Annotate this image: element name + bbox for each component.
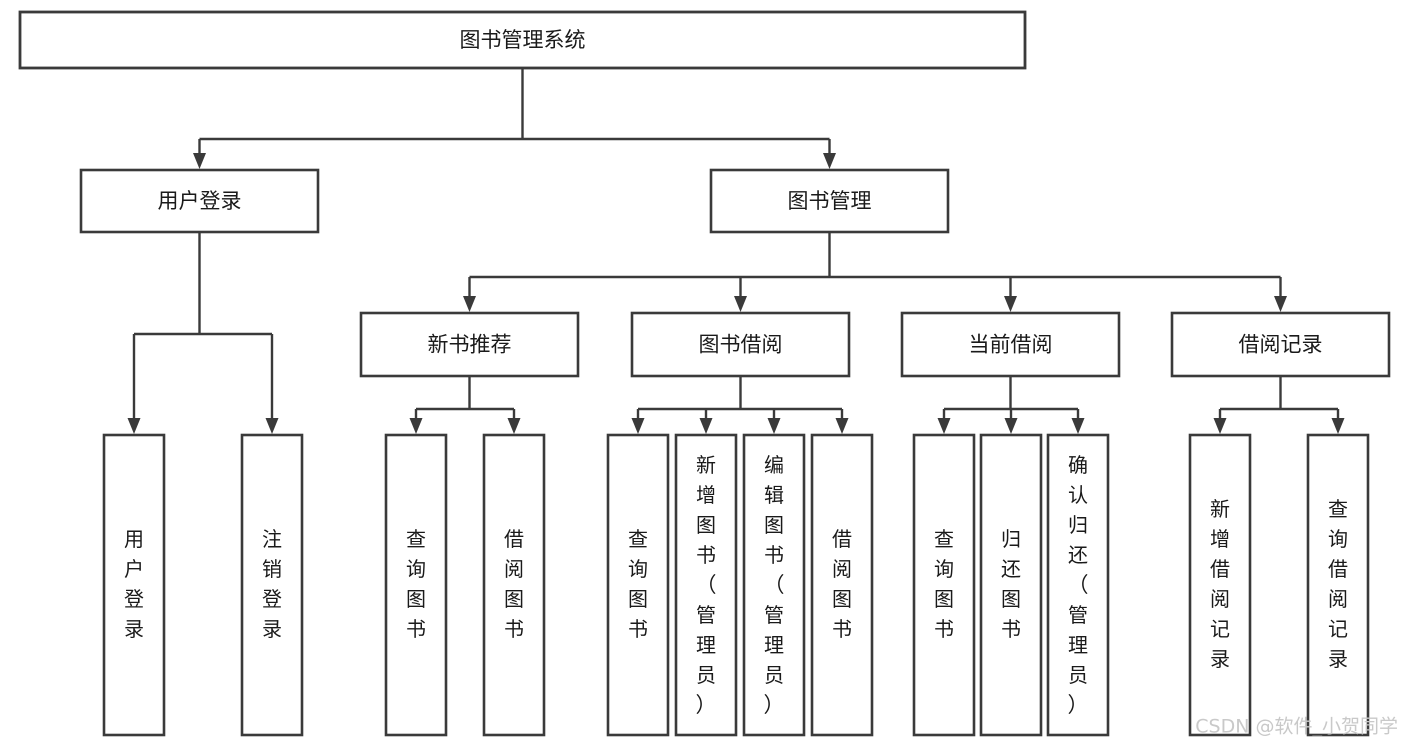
node-label: 归还图书	[1001, 527, 1021, 641]
node-box	[384, 433, 448, 737]
arrow-head-icon	[193, 153, 206, 169]
arrow-head-icon	[463, 296, 476, 312]
node-label: 图书借阅	[699, 333, 783, 357]
arrow-head-icon	[1004, 418, 1018, 434]
node-label: 用户登录	[158, 189, 242, 213]
node-box	[359, 311, 580, 378]
arrow-head-icon	[409, 418, 423, 434]
node-box	[482, 433, 546, 737]
node-label: 借阅记录	[1239, 333, 1323, 357]
edge-group-root	[193, 68, 836, 169]
node-box	[102, 433, 166, 737]
node-label: 查询图书	[628, 527, 648, 641]
node-label: 查询借阅记录	[1328, 497, 1348, 671]
node-borrow-borrow-book[interactable]: 借阅图书	[810, 433, 874, 737]
node-label: 图书管理	[788, 189, 872, 213]
node-label: 图书管理系统	[460, 28, 586, 52]
arrow-head-icon	[1213, 418, 1227, 434]
edge-group-book-borrow	[631, 376, 849, 434]
node-box	[1188, 433, 1252, 737]
node-cur-query-book[interactable]: 查询图书	[912, 433, 976, 737]
node-label: 借阅图书	[504, 527, 524, 641]
node-cur-return-book[interactable]: 归还图书	[979, 433, 1043, 737]
arrow-head-icon	[507, 418, 521, 434]
node-label: 用户登录	[124, 527, 144, 641]
arrow-head-icon	[127, 418, 141, 434]
node-box	[674, 433, 738, 737]
node-box	[1046, 433, 1110, 737]
arrow-head-icon	[265, 418, 279, 434]
node-user-login-login[interactable]: 用户登录	[102, 433, 166, 737]
node-new-book-rec[interactable]: 新书推荐	[359, 311, 580, 378]
node-label: 查询图书	[406, 527, 426, 641]
node-rec-query-book[interactable]: 查询图书	[384, 433, 448, 737]
node-user-login-logout[interactable]: 注销登录	[240, 433, 304, 737]
node-label: 借阅图书	[832, 527, 852, 641]
node-label: 新书推荐	[428, 333, 512, 357]
node-box	[630, 311, 851, 378]
csdn-watermark: CSDN @软件_小贺同学	[1195, 716, 1398, 738]
node-box	[18, 10, 1027, 70]
node-box	[240, 433, 304, 737]
edge-group-current-borrow	[937, 376, 1085, 434]
edge-group-book-manage	[463, 232, 1287, 312]
node-box	[900, 311, 1121, 378]
edges-layer	[127, 68, 1345, 434]
arrow-head-icon	[937, 418, 951, 434]
node-borrow-add-book[interactable]: 新增图书（管理员）	[674, 433, 738, 737]
arrow-head-icon	[835, 418, 849, 434]
node-root[interactable]: 图书管理系统	[18, 10, 1027, 70]
node-borrow-record[interactable]: 借阅记录	[1170, 311, 1391, 378]
node-cur-confirm-return[interactable]: 确认归还（管理员）	[1046, 433, 1110, 737]
arrow-head-icon	[1071, 418, 1085, 434]
arrow-head-icon	[1004, 296, 1017, 312]
node-box	[810, 433, 874, 737]
node-label: 注销登录	[262, 527, 282, 641]
arrow-head-icon	[1274, 296, 1287, 312]
nodes-layer: 图书管理系统用户登录图书管理新书推荐图书借阅当前借阅借阅记录用户登录注销登录查询…	[18, 10, 1391, 737]
node-borrow-edit-book[interactable]: 编辑图书（管理员）	[742, 433, 806, 737]
node-rec-borrow-book[interactable]: 借阅图书	[482, 433, 546, 737]
arrow-head-icon	[823, 153, 836, 169]
node-user-login[interactable]: 用户登录	[79, 168, 320, 234]
node-box	[742, 433, 806, 737]
node-label: 新增图书（管理员）	[696, 453, 717, 718]
node-box	[606, 433, 670, 737]
node-book-manage[interactable]: 图书管理	[709, 168, 950, 234]
node-box	[912, 433, 976, 737]
arrow-head-icon	[699, 418, 713, 434]
node-box	[979, 433, 1043, 737]
arrow-head-icon	[1331, 418, 1345, 434]
edge-group-user-login	[127, 232, 279, 434]
arrow-head-icon	[767, 418, 781, 434]
node-box	[1306, 433, 1370, 737]
node-label: 当前借阅	[969, 333, 1053, 357]
node-label: 编辑图书（管理员）	[764, 453, 785, 718]
edge-group-new-book-rec	[409, 376, 521, 434]
edge-group-borrow-record	[1213, 376, 1345, 434]
node-box	[79, 168, 320, 234]
node-rec-add-record[interactable]: 新增借阅记录	[1188, 433, 1252, 737]
node-current-borrow[interactable]: 当前借阅	[900, 311, 1121, 378]
arrow-head-icon	[734, 296, 747, 312]
node-label: 新增借阅记录	[1210, 497, 1230, 671]
arrow-head-icon	[631, 418, 645, 434]
node-book-borrow[interactable]: 图书借阅	[630, 311, 851, 378]
node-box	[709, 168, 950, 234]
node-box	[1170, 311, 1391, 378]
node-label: 查询图书	[934, 527, 954, 641]
node-label: 确认归还（管理员）	[1068, 453, 1089, 718]
node-borrow-query-book[interactable]: 查询图书	[606, 433, 670, 737]
node-rec-query-record[interactable]: 查询借阅记录	[1306, 433, 1370, 737]
